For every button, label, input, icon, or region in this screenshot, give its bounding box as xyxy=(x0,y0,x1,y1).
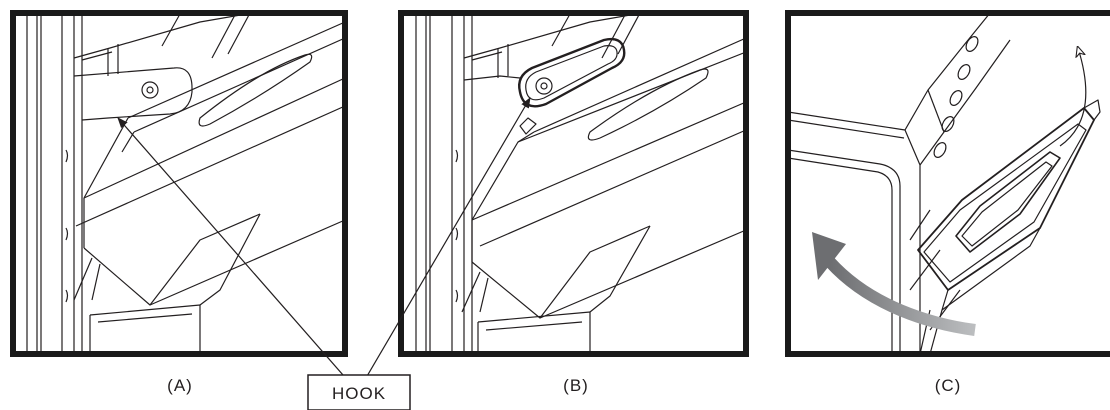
lower-bracket-a xyxy=(89,213,261,354)
panel-c xyxy=(785,10,1110,357)
panel-a-frame xyxy=(10,10,348,357)
hinge-hook-a xyxy=(73,44,193,121)
oven-cavity-edges xyxy=(463,13,643,61)
oven-cavity-edges xyxy=(73,13,253,61)
lower-bracket-b xyxy=(477,225,651,354)
oven-door-open xyxy=(917,99,1101,354)
door-swing-arrow xyxy=(812,232,976,336)
hook-leader-line-a xyxy=(117,117,351,384)
oven-frame-rails xyxy=(26,13,83,354)
panel-c-frame xyxy=(785,10,1110,357)
caption-b: (B) xyxy=(563,376,589,395)
hook-callout: HOOK xyxy=(117,97,531,410)
door-lift-arrow xyxy=(1059,48,1087,147)
oven-frame-rails xyxy=(415,13,473,354)
hinge-hook-b xyxy=(463,37,626,108)
door-hinge-arm-a xyxy=(73,21,345,306)
hook-label: HOOK xyxy=(332,384,386,403)
caption-c: (C) xyxy=(935,376,962,395)
panel-a xyxy=(10,10,348,357)
panel-b xyxy=(398,10,749,357)
caption-a: (A) xyxy=(167,376,193,395)
range-body xyxy=(788,13,1011,354)
panel-b-frame xyxy=(398,10,749,357)
control-knobs xyxy=(933,36,979,158)
door-hinge-arm-b xyxy=(461,37,746,319)
hook-label-box xyxy=(307,374,411,410)
hook-leader-line-b xyxy=(362,97,531,384)
